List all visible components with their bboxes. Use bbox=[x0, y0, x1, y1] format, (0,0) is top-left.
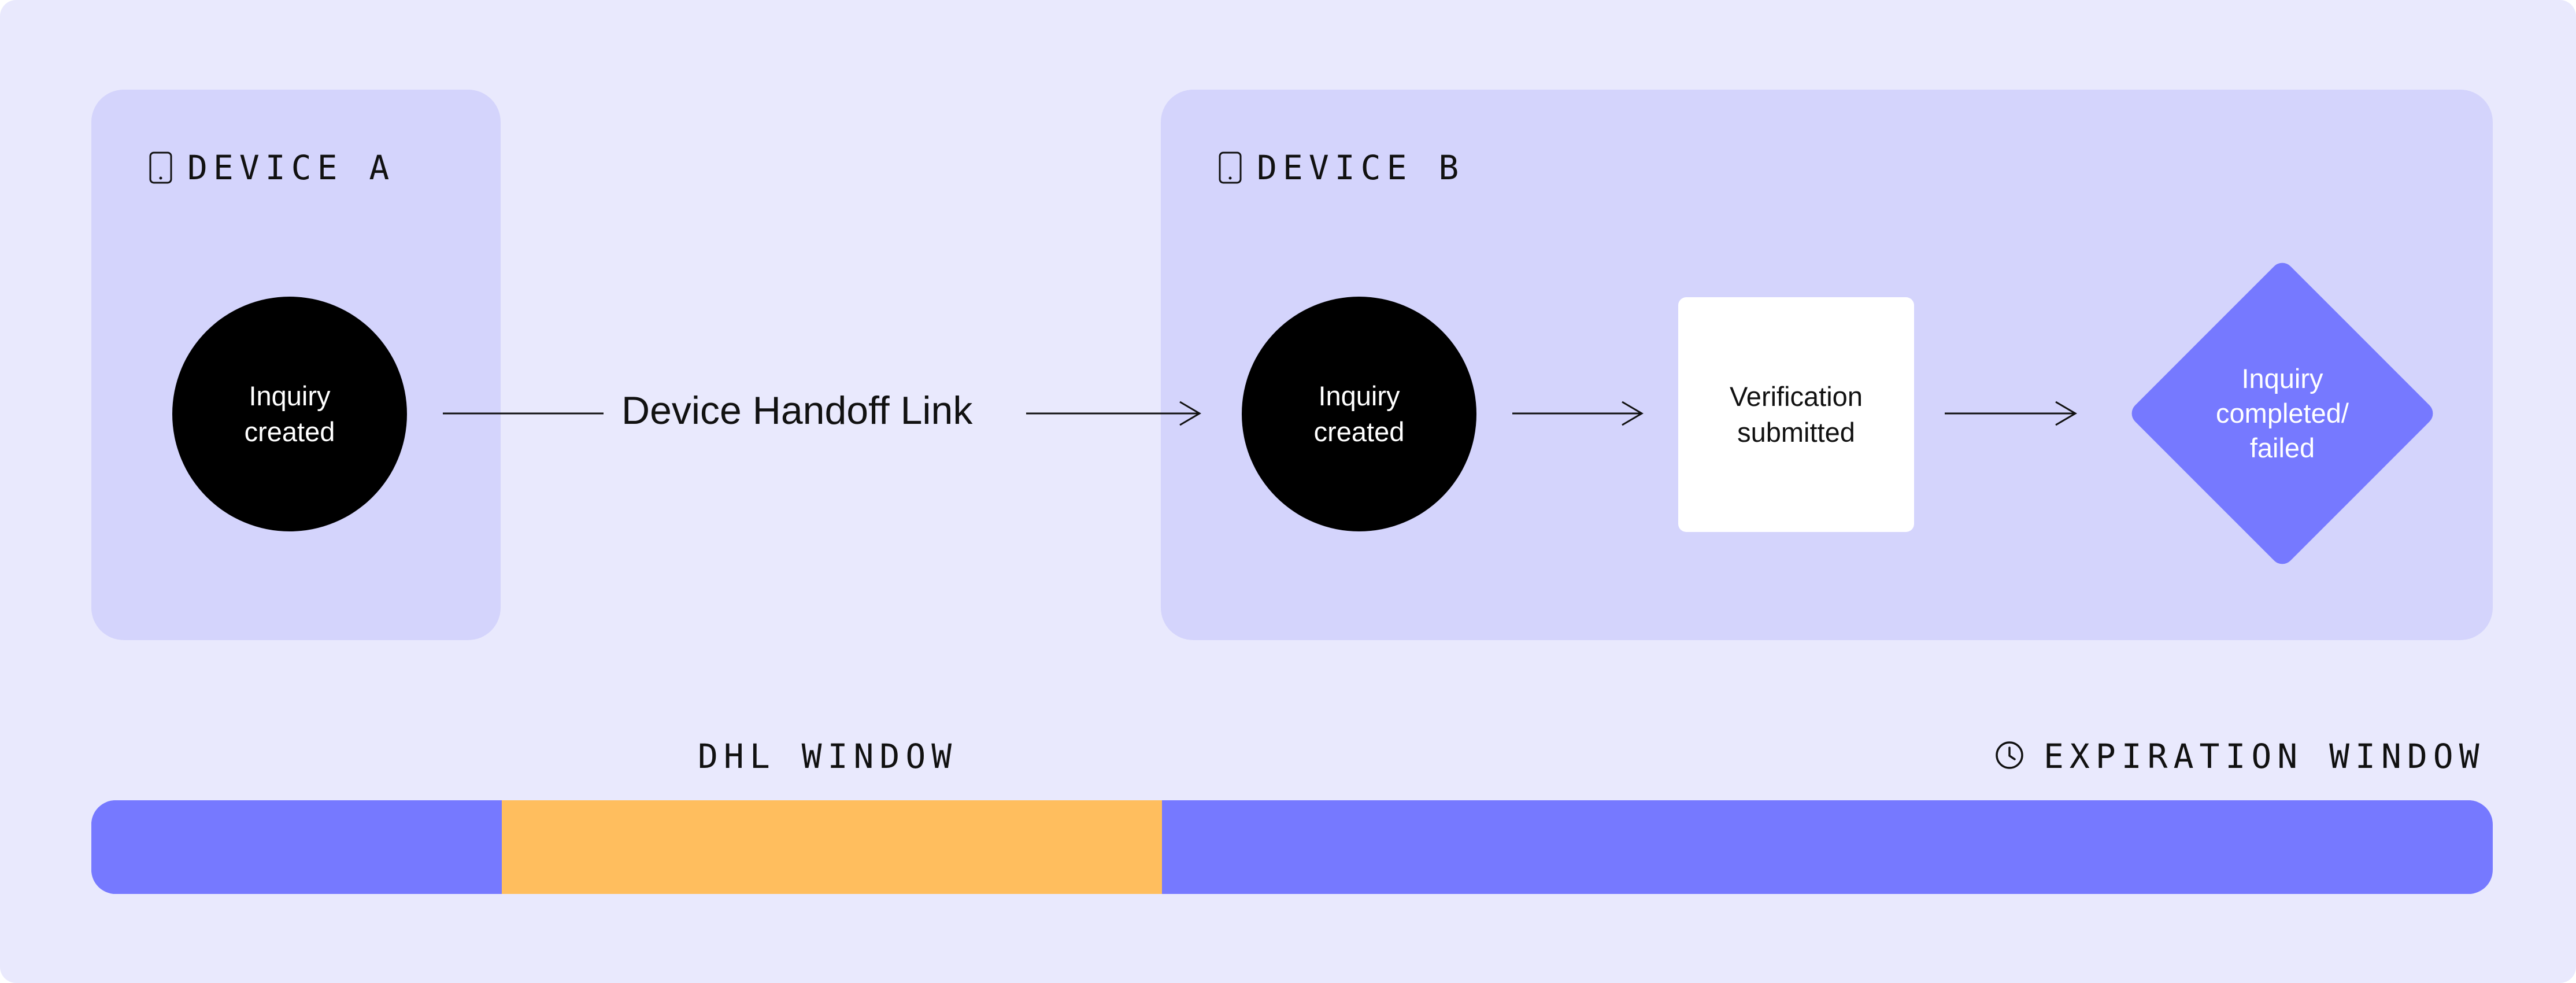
phone-icon bbox=[1219, 151, 1242, 184]
timeline-segment-dhl-window bbox=[502, 800, 1162, 894]
device-handoff-link-label: Device Handoff Link bbox=[621, 389, 973, 433]
device-a-title: DEVICE A bbox=[187, 148, 395, 187]
expiration-window-label: EXPIRATION WINDOW bbox=[2044, 737, 2485, 776]
node-label: Verification submitted bbox=[1730, 381, 1863, 448]
timeline-segment-before-dhl bbox=[91, 800, 502, 894]
timeline-segment-after-dhl bbox=[1162, 800, 2492, 894]
node-label: Inquiry completed/ failed bbox=[2216, 363, 2349, 463]
device-a-header: DEVICE A bbox=[149, 142, 395, 194]
device-b-header: DEVICE B bbox=[1219, 142, 1464, 194]
phone-icon bbox=[149, 151, 172, 184]
device-b-inquiry-created-node: Inquiry created bbox=[1242, 297, 1476, 531]
node-label: Inquiry created bbox=[1313, 380, 1405, 447]
device-a-inquiry-created-node: Inquiry created bbox=[172, 297, 407, 531]
dhl-window-label: DHL WINDOW bbox=[698, 737, 958, 776]
flow-arrow bbox=[1512, 401, 1644, 426]
inquiry-completed-failed-node: Inquiry completed/ failed bbox=[2126, 257, 2438, 570]
node-label: Inquiry created bbox=[244, 380, 335, 447]
clock-icon bbox=[1996, 741, 2023, 769]
handoff-arrow bbox=[1026, 401, 1201, 426]
flow-arrow bbox=[1945, 401, 2077, 426]
timeline-bar bbox=[91, 800, 2493, 894]
handoff-line bbox=[443, 412, 604, 415]
verification-submitted-node: Verification submitted bbox=[1678, 297, 1914, 532]
device-b-title: DEVICE B bbox=[1257, 148, 1465, 187]
